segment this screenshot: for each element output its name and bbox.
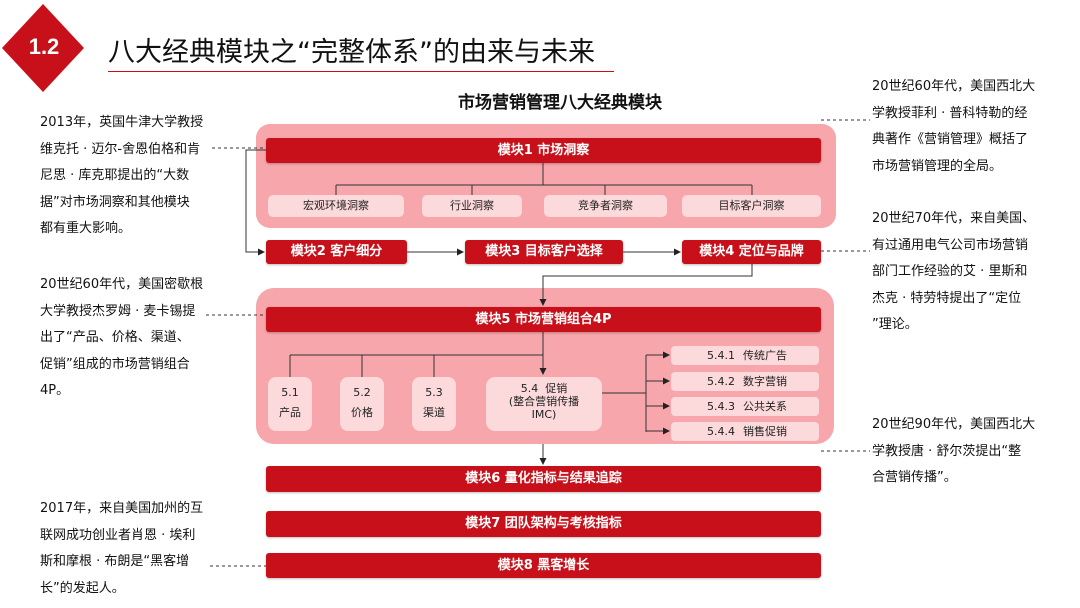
note-line: 20世纪70年代，来自美国、 xyxy=(872,211,1036,226)
promotion-item-id: 5.4.4 xyxy=(707,425,735,438)
note-line: 斯和摩根 · 布朗是“黑客增 xyxy=(40,554,190,569)
promotion-item-label: 公共关系 xyxy=(743,400,787,413)
promotion-item-label: 数字营销 xyxy=(743,375,787,388)
promotion-item-id: 5.4.3 xyxy=(707,400,735,413)
note-line: 部门工作经验的艾 · 里斯和 xyxy=(872,264,1028,279)
four-p-channel: 5.3 渠道 xyxy=(412,377,456,431)
promotion-label-line2: (整合营销传播 xyxy=(508,395,580,408)
four-p-promotion: 5.4 促销 (整合营销传播 IMC) xyxy=(486,377,602,431)
promotion-item-id: 5.4.2 xyxy=(707,375,735,388)
note-line: 2017年，来自美国加州的互 xyxy=(40,501,204,516)
promotion-label-line3: IMC) xyxy=(531,408,557,421)
note-line: 促销”组成的市场营销组合 xyxy=(40,356,190,372)
module-6-bar: 模块6 量化指标与结果追踪 xyxy=(266,466,821,492)
four-p-price: 5.2 价格 xyxy=(340,377,384,431)
note-line: 学教授菲利 · 普科特勒的经 xyxy=(872,105,1028,121)
note-line: 出了“产品、价格、渠道、 xyxy=(40,330,190,345)
note-line: 大学教授杰罗姆 · 麦卡锡提 xyxy=(40,303,196,319)
note-line: 典著作《营销管理》概括了 xyxy=(872,132,1029,147)
section-badge xyxy=(2,4,84,92)
title-underline xyxy=(108,71,614,72)
page-title: 八大经典模块之“完整体系”的由来与未来 xyxy=(108,37,595,68)
note-positioning: 20世纪70年代，来自美国、 有过通用电气公司市场营销 部门工作经验的艾 · 里… xyxy=(872,206,1035,339)
note-line: 2013年，英国牛津大学教授 xyxy=(40,115,204,130)
note-line: 据”对市场洞察和其他模块 xyxy=(40,194,190,210)
insight-item-industry: 行业洞察 xyxy=(422,195,522,217)
promotion-item-sales-promotion: 5.4.4 销售促销 xyxy=(671,422,819,441)
note-line: 4P。 xyxy=(40,383,70,398)
note-line: 尼思 · 库克耶提出的“大数 xyxy=(40,168,190,183)
four-p-id: 5.1 xyxy=(281,386,299,399)
four-p-product: 5.1 产品 xyxy=(268,377,312,431)
diagram-title: 市场营销管理八大经典模块 xyxy=(458,93,662,113)
module-2-bar: 模块2 客户细分 xyxy=(266,240,407,264)
note-marketing-management: 20世纪60年代，美国西北大 学教授菲利 · 普科特勒的经 典著作《营销管理》概… xyxy=(872,74,1035,180)
four-p-id: 5.4 促销 xyxy=(486,382,602,395)
note-line: 联网成功创业者肖恩 · 埃利 xyxy=(40,527,196,543)
four-p-id: 5.3 xyxy=(425,386,443,399)
promotion-item-digital-marketing: 5.4.2 数字营销 xyxy=(671,372,819,391)
note-growth-hacking: 2017年，来自美国加州的互 联网成功创业者肖恩 · 埃利 斯和摩根 · 布朗是… xyxy=(40,496,203,602)
note-line: 学教授唐 · 舒尔茨提出“整 xyxy=(872,443,1022,459)
note-line: 有过通用电气公司市场营销 xyxy=(872,237,1029,253)
note-line: 维克托 · 迈尔-舍恩伯格和肯 xyxy=(40,141,201,157)
note-line: 市场营销管理的全局。 xyxy=(872,158,1003,174)
insight-item-macro: 宏观环境洞察 xyxy=(268,195,404,217)
note-line: 都有重大影响。 xyxy=(40,221,132,236)
four-p-label: 产品 xyxy=(279,406,301,419)
promotion-item-id: 5.4.1 xyxy=(707,349,735,362)
section-number: 1.2 xyxy=(28,34,60,59)
note-line: 杰克 · 特劳特提出了“定位 xyxy=(872,290,1022,306)
insight-item-competitor: 竞争者洞察 xyxy=(544,195,667,217)
four-p-id: 5.2 xyxy=(353,386,371,399)
promotion-item-public-relations: 5.4.3 公共关系 xyxy=(671,397,819,416)
promotion-item-label: 销售促销 xyxy=(743,425,787,438)
module-5-bar: 模块5 市场营销组合4P xyxy=(266,307,821,332)
module-1-bar: 模块1 市场洞察 xyxy=(266,138,821,163)
promotion-id: 5.4 xyxy=(520,382,539,395)
four-p-label: 价格 xyxy=(351,406,373,419)
note-line: 长”的发起人。 xyxy=(40,580,125,596)
note-imc: 20世纪90年代，美国西北大 学教授唐 · 舒尔茨提出“整 合营销传播”。 xyxy=(872,412,1035,492)
note-line: 20世纪60年代，美国西北大 xyxy=(872,79,1036,94)
promotion-item-label: 传统广告 xyxy=(743,349,787,362)
note-line: 合营销传播”。 xyxy=(872,470,957,485)
module-8-bar: 模块8 黑客增长 xyxy=(266,553,821,578)
module-3-bar: 模块3 目标客户选择 xyxy=(465,240,623,264)
insight-item-target-customer: 目标客户洞察 xyxy=(682,195,821,217)
note-big-data: 2013年，英国牛津大学教授 维克托 · 迈尔-舍恩伯格和肯 尼思 · 库克耶提… xyxy=(40,110,203,243)
promotion-item-traditional-ads: 5.4.1 传统广告 xyxy=(671,346,819,365)
note-line: 20世纪60年代，美国密歇根 xyxy=(40,277,204,292)
promotion-label: 促销 xyxy=(545,382,568,395)
note-line: ”理论。 xyxy=(872,317,918,332)
four-p-label: 渠道 xyxy=(423,406,445,419)
module-7-bar: 模块7 团队架构与考核指标 xyxy=(266,511,821,537)
note-4p: 20世纪60年代，美国密歇根 大学教授杰罗姆 · 麦卡锡提 出了“产品、价格、渠… xyxy=(40,272,203,405)
note-line: 20世纪90年代，美国西北大 xyxy=(872,417,1036,432)
module-4-bar: 模块4 定位与品牌 xyxy=(682,240,821,264)
